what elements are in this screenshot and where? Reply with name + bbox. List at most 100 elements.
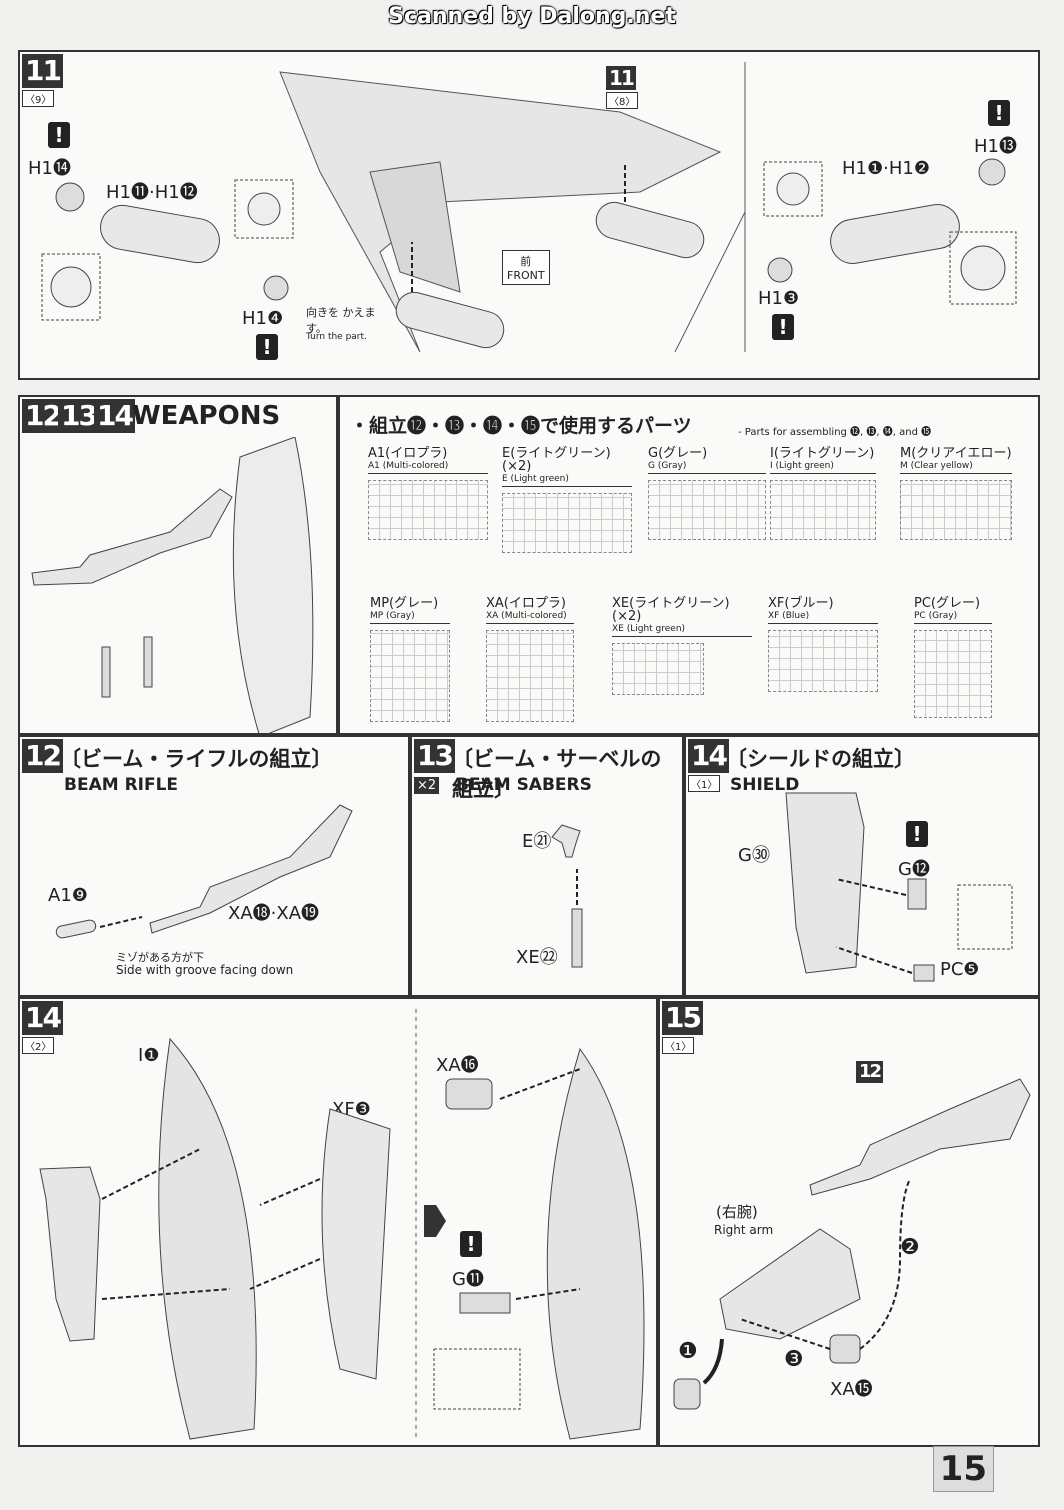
weapons-panel: 12 13 14 WEAPONS xyxy=(18,395,338,735)
step-number: 13 xyxy=(414,739,455,773)
inset-sub: 〈8〉 xyxy=(606,92,639,109)
arm-label-jp: (右腕) xyxy=(716,1203,758,1221)
step-11-panel: 11 〈9〉 ! H1⓮ H1⓫·H1⓬ H1❹ ! 向きを かえます。 Tur… xyxy=(18,50,1040,380)
inset-step-number: 11 xyxy=(606,66,636,90)
shield-frame-illustration xyxy=(785,792,1013,982)
part-label: XA⓰ xyxy=(436,1055,479,1076)
front-en: FRONT xyxy=(507,269,545,282)
part-label: H1❹ xyxy=(242,308,284,329)
step-sub: 〈1〉 xyxy=(688,775,721,792)
part-label: G⓫ xyxy=(452,1269,484,1290)
caution-icon: ! xyxy=(906,821,928,847)
runner-pc: PC(グレー)PC (Gray) xyxy=(914,597,992,718)
step-sub: 〈2〉 xyxy=(22,1037,55,1054)
runner-label: E(ライトグリーン) (×2) xyxy=(502,446,611,474)
part-label: H1❶·H1❷ xyxy=(842,158,930,179)
part-label: G⓬ xyxy=(898,859,930,880)
runner-diagram xyxy=(900,480,1012,540)
turn-note-jp: 向きを かえます。 xyxy=(306,306,376,335)
runner-label: XA(イロプラ) xyxy=(486,596,566,611)
part-label: H1❸ xyxy=(758,288,800,309)
part-label: I❶ xyxy=(138,1045,160,1066)
step-12-panel: 12 〔ビーム・ライフルの組立〕 BEAM RIFLE A1❾ XA⓲·XA⓳ … xyxy=(18,735,410,997)
step-number: 14 xyxy=(688,739,729,773)
runner-label: A1(イロプラ) xyxy=(368,446,448,461)
caution-icon: ! xyxy=(988,100,1010,126)
groove-note-jp: ミゾがある方が下 xyxy=(116,951,204,964)
caution-icon: ! xyxy=(48,122,70,148)
runner-label-en: XF (Blue) xyxy=(768,611,810,621)
runner-diagram xyxy=(770,480,876,540)
runner-label-en: G (Gray) xyxy=(648,461,687,471)
part-label: H1⓫·H1⓬ xyxy=(106,182,198,203)
runner-xf: XF(ブルー)XF (Blue) xyxy=(768,597,878,692)
beam-saber-illustration xyxy=(551,824,583,968)
step-sub: 〈1〉 xyxy=(662,1037,695,1054)
part-label: H1⓮ xyxy=(28,158,71,179)
part-label: H1⓭ xyxy=(974,136,1017,157)
caution-icon: ! xyxy=(460,1231,482,1257)
part-label: G㉚ xyxy=(738,845,770,866)
runner-diagram xyxy=(370,630,450,722)
parts-list-panel: ・組立⓬・⓭・⓮・⓯で使用するパーツ - Parts for assemblin… xyxy=(338,395,1040,735)
runner-a1: A1(イロプラ)A1 (Multi-colored) xyxy=(368,447,488,540)
runner-label-en: E (Light green) xyxy=(502,474,569,484)
runner-i: I(ライトグリーン)I (Light green) xyxy=(770,447,876,540)
step-number: 14 xyxy=(22,1001,63,1035)
runner-diagram xyxy=(502,493,632,553)
weapons-title: WEAPONS xyxy=(132,401,281,431)
caution-icon: ! xyxy=(772,314,794,340)
runner-diagram xyxy=(648,480,766,540)
runner-label: MP(グレー) xyxy=(370,596,439,611)
step-15-panel: 15 〈1〉 12 (右腕) Right arm XA⓯ ❶ ❷ ❸ xyxy=(658,997,1040,1447)
caution-icon: ! xyxy=(256,334,278,360)
step-title-en: BEAM RIFLE xyxy=(64,775,179,795)
step-14-1-panel: 14 〈1〉 〔シールドの組立〕 SHIELD G㉚ ! G⓬ PC❺ xyxy=(684,735,1040,997)
runner-g: G(グレー)G (Gray) xyxy=(648,447,766,540)
part-label: XA⓲·XA⓳ xyxy=(228,903,320,924)
part-label: E㉑ xyxy=(522,831,552,852)
runner-label-en: PC (Gray) xyxy=(914,611,958,621)
step-number: 11 xyxy=(22,54,63,88)
groove-note-en: Side with groove facing down xyxy=(116,963,294,977)
step-sub: 〈9〉 xyxy=(22,90,55,107)
sequence-marker-2: ❷ xyxy=(900,1235,920,1260)
runner-diagram xyxy=(368,480,488,540)
runner-label: XF(ブルー) xyxy=(768,596,834,611)
part-label: XE㉒ xyxy=(516,947,558,968)
part-label: PC❺ xyxy=(940,959,980,980)
step-number: 12 xyxy=(22,399,63,433)
step-11-illustration xyxy=(41,62,1017,353)
step-title-jp: 〔ビーム・サーベルの組立〕 xyxy=(452,747,662,801)
step-number: 13 xyxy=(58,399,99,433)
part-label: A1❾ xyxy=(48,885,88,906)
runner-label: I(ライトグリーン) xyxy=(770,446,875,461)
runner-label-en: I (Light green) xyxy=(770,461,834,471)
step-number: 15 xyxy=(662,1001,703,1035)
front-jp: 前 xyxy=(520,255,532,268)
sequence-marker-1: ❶ xyxy=(678,1339,698,1364)
runner-xa: XA(イロプラ)XA (Multi-colored) xyxy=(486,597,574,722)
runner-e: E(ライトグリーン) (×2)E (Light green) xyxy=(502,447,632,553)
step-number: 12 xyxy=(22,739,63,773)
runner-label-en: M (Clear yellow) xyxy=(900,461,973,471)
page-number: 15 xyxy=(932,1446,994,1492)
runner-xe: XE(ライトグリーン) (×2)XE (Light green) xyxy=(612,597,752,695)
multiplier-badge: ×2 xyxy=(414,777,440,794)
turn-note-en: Turn the part. xyxy=(306,332,367,342)
step-title-en: BEAM SABERS xyxy=(456,775,592,795)
runner-label-en: XE (Light green) xyxy=(612,624,686,634)
arm-label-en: Right arm xyxy=(714,1223,774,1237)
sequence-marker-3: ❸ xyxy=(784,1347,804,1372)
runner-diagram xyxy=(914,630,992,718)
runner-label: XE(ライトグリーン) (×2) xyxy=(612,596,730,624)
step-number: 14 xyxy=(94,399,135,433)
parts-heading: ・組立⓬・⓭・⓮・⓯で使用するパーツ xyxy=(350,415,692,437)
weapons-illustration xyxy=(31,437,314,733)
shield-assembly-illustration xyxy=(39,1009,645,1440)
runner-mp: MP(グレー)MP (Gray) xyxy=(370,597,450,722)
runner-m: M(クリアイエロー)M (Clear yellow) xyxy=(900,447,1012,540)
step-title-jp: 〔ビーム・ライフルの組立〕 xyxy=(60,747,333,771)
beam-rifle-illustration xyxy=(55,804,353,939)
